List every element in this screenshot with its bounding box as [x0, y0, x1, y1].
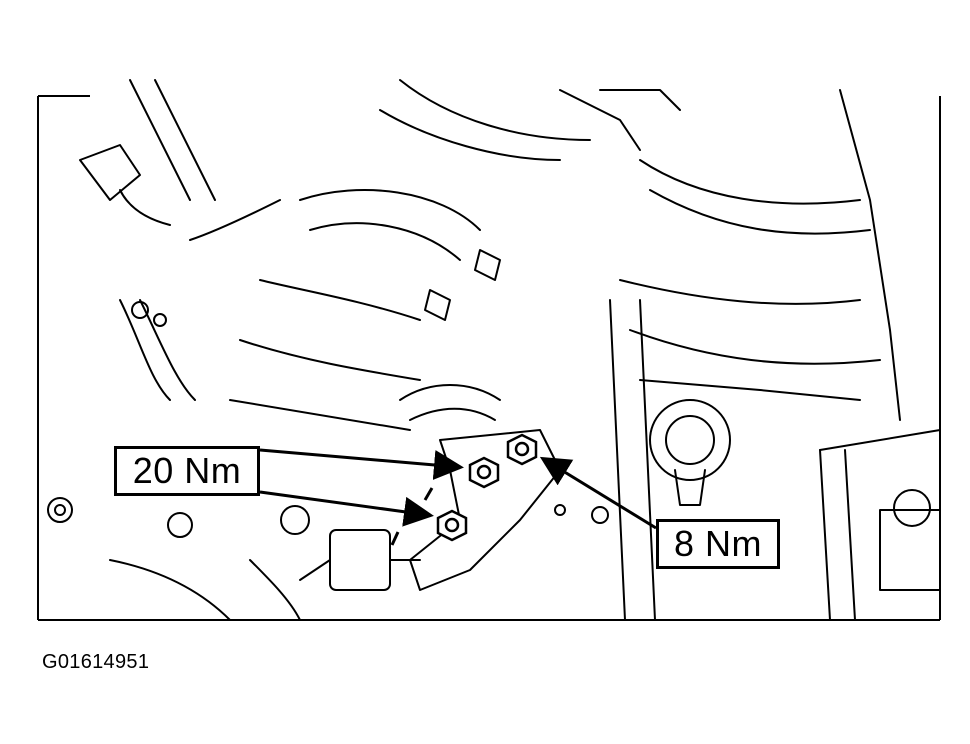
torque-callout-8-label: 8 Nm [673, 523, 762, 564]
torque-callout-20-label: 20 Nm [132, 450, 242, 491]
illustration-frame [37, 95, 941, 621]
figure-id: G01614951 [42, 651, 150, 673]
bolt-upper-right [506, 433, 538, 466]
torque-callout-8: 8 Nm [656, 519, 780, 569]
torque-callout-20: 20 Nm [114, 446, 260, 496]
callout-leader-20 [259, 448, 464, 527]
engine-components [47, 79, 941, 621]
callout-leader-8 [539, 456, 657, 530]
bolt-upper [468, 456, 500, 489]
bolt-lower [436, 509, 468, 542]
install-direction-lines [390, 487, 434, 546]
